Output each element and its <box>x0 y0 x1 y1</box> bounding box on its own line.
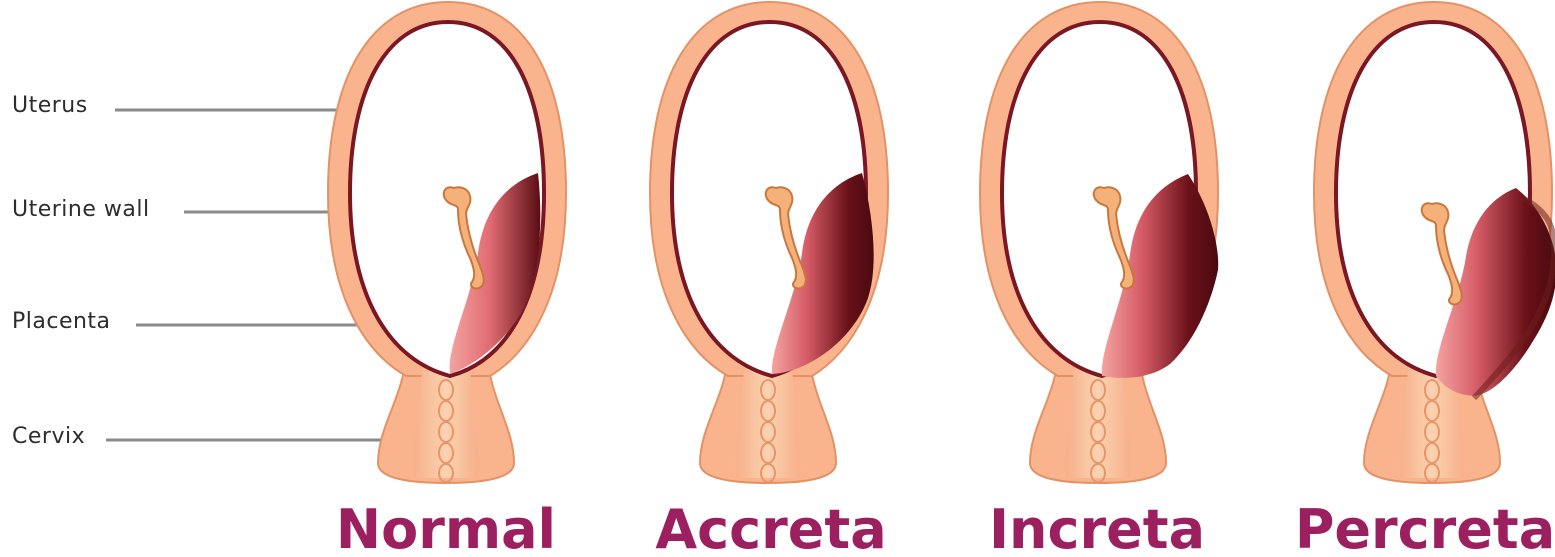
label-placenta: Placenta <box>12 309 111 334</box>
label-uterus: Uterus <box>12 93 88 118</box>
caption-percreta: Percreta <box>1295 498 1555 557</box>
caption-accreta: Accreta <box>655 498 886 557</box>
label-cervix: Cervix <box>12 424 85 449</box>
caption-increta: Increta <box>989 498 1205 557</box>
uterus-normal <box>328 2 566 483</box>
uterus-increta <box>980 2 1218 483</box>
label-uterine-wall: Uterine wall <box>12 197 150 222</box>
caption-normal: Normal <box>336 498 556 557</box>
uterus-accreta <box>650 2 888 483</box>
uterus-percreta <box>1314 2 1555 483</box>
